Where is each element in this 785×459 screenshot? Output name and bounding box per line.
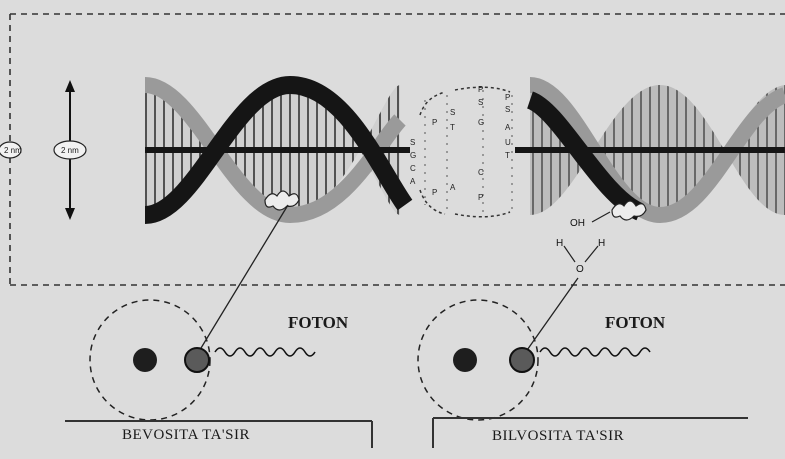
svg-text:C: C <box>478 168 484 177</box>
svg-text:P: P <box>505 93 510 102</box>
width-label-outer: 2 nm <box>4 146 22 155</box>
svg-text:S: S <box>478 98 483 107</box>
water-radical: OH H H O <box>556 212 610 275</box>
svg-text:A: A <box>450 183 456 192</box>
photon-wave-right <box>540 348 650 356</box>
svg-text:P: P <box>478 193 483 202</box>
svg-text:A: A <box>410 177 416 186</box>
hydrogen-left: H <box>556 238 563 249</box>
svg-text:P: P <box>432 118 437 127</box>
oxygen-label: O <box>576 264 584 275</box>
svg-text:C: C <box>410 164 416 173</box>
connector-right <box>525 278 578 353</box>
svg-text:S: S <box>410 138 415 147</box>
photon-wave-left <box>215 348 315 356</box>
dna-helix-right <box>515 85 785 220</box>
svg-text:U: U <box>505 138 511 147</box>
indirect-effect-label: BILVOSITA TA'SIR <box>492 428 624 445</box>
direct-effect-label: BEVOSITA TA'SIR <box>122 427 250 444</box>
connector-left <box>198 205 288 353</box>
foton-label-left: FOTON <box>288 313 348 333</box>
svg-text:A: A <box>505 123 511 132</box>
svg-text:T: T <box>450 123 455 132</box>
hydroxyl-label: OH <box>570 218 585 229</box>
width-label: 2 nm <box>61 146 79 155</box>
foton-label-right: FOTON <box>605 313 665 333</box>
svg-text:P: P <box>432 188 437 197</box>
atom-left <box>90 300 315 420</box>
svg-text:G: G <box>410 151 416 160</box>
svg-text:T: T <box>505 151 510 160</box>
svg-text:P: P <box>478 85 483 94</box>
svg-text:S: S <box>450 108 455 117</box>
hydrogen-right: H <box>598 238 605 249</box>
dna-helix-left <box>145 85 410 215</box>
svg-text:S: S <box>505 105 510 114</box>
svg-text:G: G <box>478 118 484 127</box>
